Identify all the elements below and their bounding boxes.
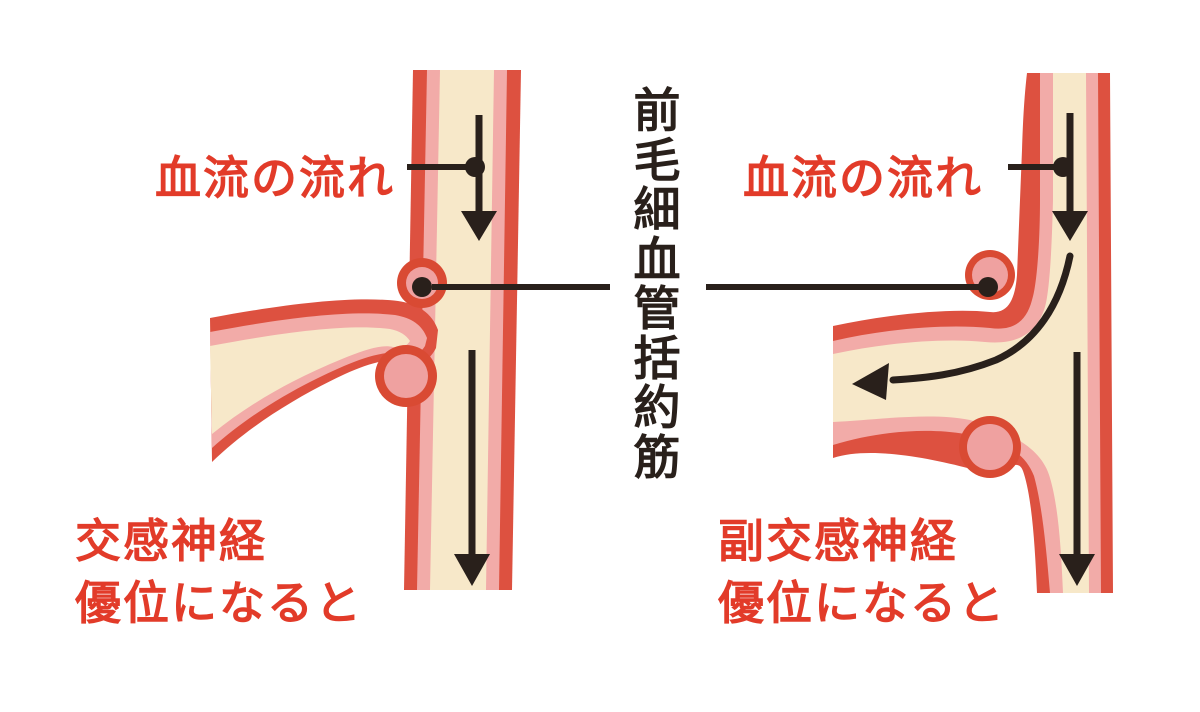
sphincter-callout (412, 277, 998, 297)
right-vessel-diagram (833, 73, 1113, 593)
left-top-flow-arrowhead (461, 211, 497, 241)
right-blood-flow-label: 血流の流れ (743, 152, 983, 204)
sympathetic-caption-line1: 交感神経 (75, 515, 267, 567)
parasympathetic-caption-line1: 副交感神経 (718, 515, 958, 567)
right-top-flow-arrowhead (1052, 211, 1088, 241)
left-bottom-flow-arrowhead (454, 554, 490, 586)
parasympathetic-caption-line2: 優位になると (718, 577, 1006, 629)
right-flow-pointer-dot (1053, 157, 1073, 177)
callout-dot-right-sphincter (978, 277, 998, 297)
right-vessel-lining (833, 73, 1101, 593)
left-flow-pointer-dot (465, 157, 485, 177)
left-vessel-lumen (430, 70, 494, 590)
precapillary-sphincter-label: 前毛細血管括約筋 (633, 84, 681, 484)
callout-dot-left-sphincter (412, 277, 432, 297)
right-curved-flow-arrow-shaft (889, 252, 1074, 384)
left-branch-lumen (210, 327, 410, 434)
sympathetic-caption-line2: 優位になると (75, 577, 363, 629)
right-sphincter-bottom-body (967, 424, 1013, 470)
right-bottom-flow-arrowhead (1059, 554, 1095, 586)
left-blood-flow-label: 血流の流れ (155, 152, 395, 204)
left-sphincter-bottom-body (384, 354, 428, 398)
right-curved-flow-arrowhead (852, 363, 889, 400)
